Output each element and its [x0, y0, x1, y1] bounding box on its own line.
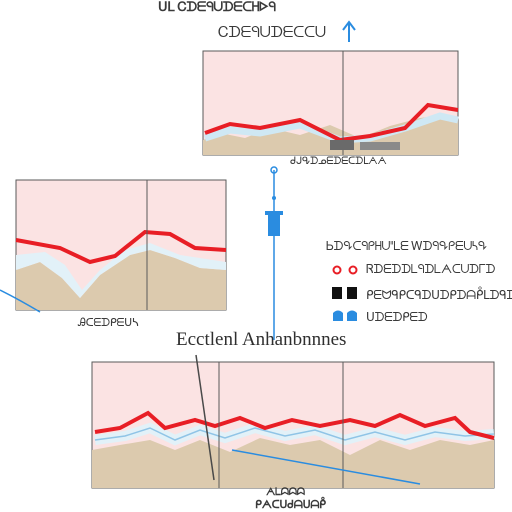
- black-square-icon: [332, 286, 358, 305]
- panel-left: [15, 179, 227, 311]
- ground-fill: [92, 438, 494, 488]
- legend-item-label: ᑭᗴᗢᑫᑭᑕᑫᗪᑌᗪᑭᗪᗩᑬᒪᗪᑫᗪ: [366, 288, 512, 302]
- legend-item: ᑭᗴᗢᑫᑭᑕᑫᗪᑌᗪᑭᗪᗩᑬᒪᗪᑫᗪ: [332, 286, 512, 305]
- pointer-line: [195, 354, 215, 481]
- legend-item: Ꮢᗪᗴᗪᗪᒪᑫᗪᒪᗅᑕᑌᗪᒥᗪ: [332, 262, 495, 277]
- arrow-up-icon: [342, 20, 356, 42]
- red-circle-icon: [332, 264, 358, 276]
- ice-edge: [94, 427, 495, 441]
- legend-item-label: ᑌᗪᗴᗪᑭᗴᗪ: [366, 310, 428, 324]
- building-shape: [360, 142, 400, 150]
- panel-top-caption: ᑯᒍᕴᗪᓄᗴᗪᗴᑕᗪᒪᗅᗅ: [290, 156, 387, 167]
- building-shape: [330, 140, 354, 150]
- panel-top: [202, 50, 459, 156]
- ground-fill: [16, 250, 226, 310]
- bottom-caption-line1: ᗅᒪᗣᗣᗣ: [266, 487, 305, 498]
- blue-tooth-icon: [332, 308, 358, 327]
- flow-line: [0, 289, 41, 313]
- ice-band: [16, 243, 226, 298]
- legend-title: Ꮟᗪᕴᑕᑫᑭᕼᑌᐦᒪᗴ Ꮃᗪᑫᕴᑭᗴᑌᓴᕴ: [326, 239, 488, 253]
- panel-left-caption: Ꭿᑕᗴᗪᑭᗴᑌᓴ: [78, 317, 139, 329]
- bottom-caption-line2: ᑭᗅᑕᑌᑯᗩᑌᗩᑬ: [255, 499, 326, 511]
- top-title: ᑌᒪ Ꮯᗪᗴᑫᑌᗪᗴᑕᕼᐅᑫ: [158, 0, 276, 14]
- panel-top-title: Ꮯᗪᗴᑫᑌᗪᗴᑕᑕᑌ: [218, 25, 326, 41]
- red-curve: [15, 229, 227, 265]
- legend-item-label: Ꮢᗪᗴᗪᗪᒪᑫᗪᒪᗅᑕᑌᗪᒥᗪ: [366, 262, 496, 276]
- flow-line: [231, 449, 421, 485]
- panel-main: [91, 354, 495, 489]
- legend-item: ᑌᗪᗴᗪᑭᗴᗪ: [332, 308, 428, 327]
- valve-icon: [268, 214, 280, 236]
- red-curve: [94, 410, 495, 440]
- legend: Ꮟᗪᕴᑕᑫᑭᕼᑌᐦᒪᗴ Ꮃᗪᑫᕴᑭᗴᑌᓴᕴ Ꮢᗪᗴᗪᗪᒪᑫᗪᒪᗅᑕᑌᗪᒥᗪ ᑭᗴ…: [326, 240, 512, 330]
- panel-main-title: Ecctlenl Anhanbnnnes: [176, 329, 347, 350]
- connector-line: [265, 166, 283, 340]
